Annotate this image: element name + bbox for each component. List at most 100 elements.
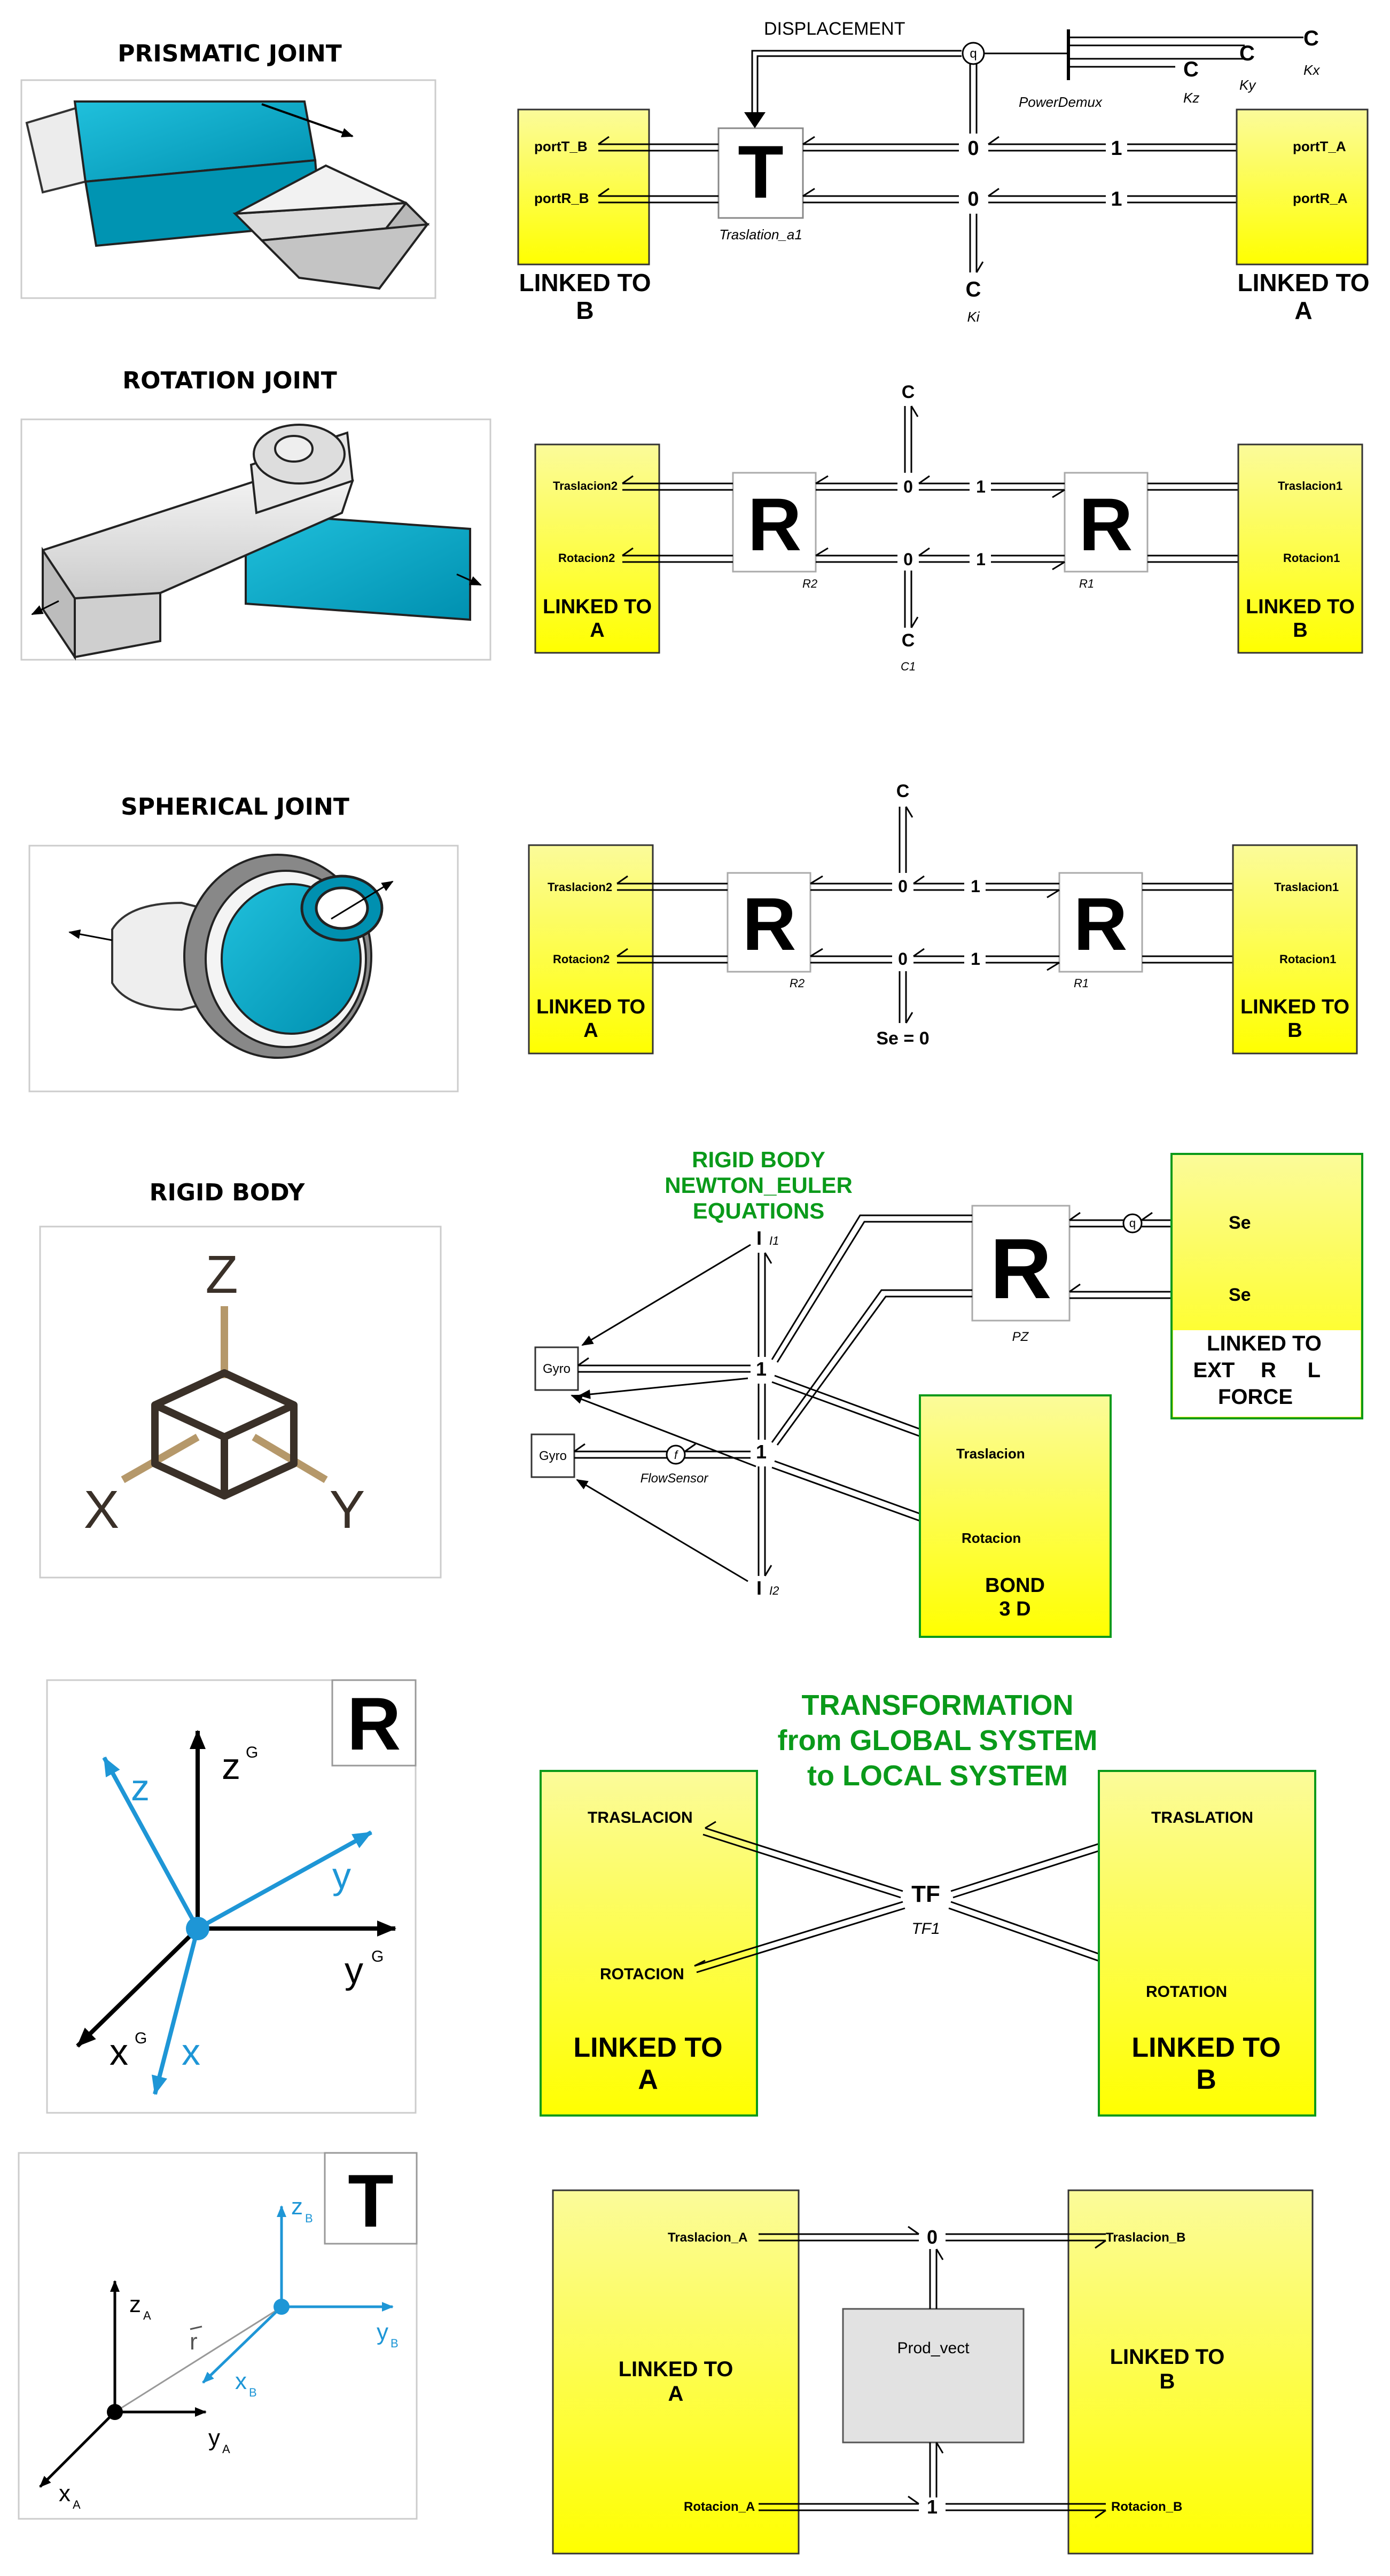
spherical-r2-element (727, 872, 811, 973)
prismatic-port-r-a: portR_A (1293, 190, 1348, 206)
prismatic-kx-label: Kx (1303, 62, 1320, 78)
spherical-j0-bottom: 0 (898, 949, 908, 969)
rotation-j0-bottom: 0 (903, 550, 913, 569)
transform-axis-z-local: z (131, 1767, 150, 1808)
rigid-axis-z-label: Z (205, 1245, 238, 1305)
spherical-j1-top: 1 (971, 877, 980, 896)
transform-tf-element: TF (911, 1881, 940, 1907)
rigid-port-traslacion: Traslacion (956, 1446, 1025, 1462)
rotation-j0-top: 0 (903, 477, 913, 496)
transform-axis-yg-sup: G (371, 1948, 384, 1965)
transform-axis-xg-sup: G (135, 2029, 147, 2047)
rigid-pz-label: PZ (1012, 1330, 1029, 1344)
translation-j1: 1 (927, 2496, 938, 2518)
rigid-gyro-bottom (530, 1433, 575, 1478)
rigid-r-pz-element (971, 1205, 1071, 1322)
translation-axis-ya: y (208, 2425, 220, 2451)
translation-axis-yb-sub: B (391, 2337, 399, 2350)
translation-right-link-box (1067, 2189, 1314, 2555)
spherical-se-zero: Se = 0 (876, 1028, 929, 1049)
prismatic-c-ki: C (966, 278, 981, 301)
spherical-r2-caption: R2 (790, 977, 805, 990)
rotation-r1-caption: R1 (1079, 577, 1094, 590)
prismatic-q-label: q (970, 46, 977, 61)
rotation-r1-element (1064, 472, 1149, 573)
translation-axis-za: z (129, 2291, 141, 2317)
prismatic-junction-1-top: 1 (1111, 137, 1122, 160)
spherical-left-link-box (528, 844, 654, 1055)
spherical-illustration (28, 845, 459, 1092)
rigid-flow-sensor-f: f (674, 1448, 679, 1462)
rigid-illustration: Z X Y (39, 1225, 442, 1579)
rigid-flow-sensor (666, 1445, 686, 1465)
transform-axis-zg-sup: G (246, 1744, 258, 1761)
spherical-port-traslacion2: Traslacion2 (548, 880, 612, 894)
translation-t-badge-letter: T (348, 2159, 394, 2243)
prismatic-displacement-label: DISPLACEMENT (764, 19, 905, 39)
translation-axis-za-sub: A (143, 2309, 151, 2322)
translation-axis-ya-sub: A (222, 2442, 230, 2456)
rotation-r2-element (732, 472, 817, 573)
rigid-se-bottom: Se (1229, 1285, 1251, 1305)
prismatic-illustration (20, 79, 436, 299)
prismatic-bonds (598, 136, 1278, 273)
rotation-r2-caption: R2 (802, 577, 817, 590)
rigid-i2-label: I2 (769, 1584, 779, 1597)
translation-prod-vect-element (842, 2308, 1025, 2444)
rotation-illustration (20, 418, 491, 661)
translation-prod-vect-label: Prod_vect (897, 2339, 970, 2357)
transform-right-link-box (1098, 1770, 1316, 2117)
spherical-r2-letter: R (742, 882, 796, 966)
rigid-j1-top: 1 (756, 1358, 767, 1380)
spherical-title: SPHERICAL JOINT (121, 793, 349, 821)
translation-axis-yb: y (377, 2319, 388, 2345)
spherical-section: SPHERICAL JOINT Traslacion2 Rotacion2 LI… (28, 781, 1358, 1092)
translation-axis-xa-sub: A (73, 2498, 81, 2511)
rigid-se-top: Se (1229, 1213, 1251, 1233)
rotation-section: ROTATION JOINT Traslacion2 Rotacion2 LIN… (20, 367, 1363, 673)
transform-port-rotacion: ROTACION (600, 1965, 684, 1983)
rotation-port-traslacion2: Traslacion2 (553, 479, 618, 493)
prismatic-port-r-b: portR_B (534, 190, 589, 206)
spherical-port-rotacion1: Rotacion1 (1279, 953, 1336, 966)
prismatic-t-letter: T (738, 130, 784, 214)
spherical-j0-top: 0 (898, 877, 908, 896)
transform-axis-zg: z (222, 1745, 240, 1787)
prismatic-c-kx: C (1303, 27, 1319, 50)
prismatic-port-t-a: portT_A (1293, 138, 1346, 154)
translation-port-rotacion-b: Rotacion_B (1111, 2500, 1182, 2514)
prismatic-port-t-b: portT_B (534, 138, 588, 154)
rotation-right-link-box (1237, 443, 1363, 654)
translation-r-vector-label: r (190, 2329, 198, 2355)
rigid-title: RIGID BODY (150, 1179, 306, 1206)
prismatic-junction-1-bottom: 1 (1111, 188, 1122, 210)
rigid-i2-element: I (756, 1577, 762, 1599)
rigid-bonds (571, 1212, 1218, 1582)
rigid-port-rotacion: Rotacion (962, 1530, 1021, 1546)
translation-bonds (759, 2226, 1106, 2519)
transform-axis-yg: y (345, 1949, 363, 1991)
prismatic-left-link-box (517, 108, 650, 266)
prismatic-title: PRISMATIC JOINT (118, 40, 342, 67)
rigid-ext-force-label: LINKED TO EXT R L FORCE (1193, 1332, 1327, 1409)
spherical-r1-caption: R1 (1074, 977, 1089, 990)
rigid-flow-sensor-label: FlowSensor (641, 1471, 709, 1486)
rotation-title: ROTATION JOINT (122, 367, 337, 394)
transform-port-rotation: ROTATION (1146, 1983, 1227, 2001)
spherical-r1-letter: R (1073, 882, 1127, 966)
prismatic-section: PRISMATIC JOINT portT_B portR_B LINKED T… (20, 19, 1370, 325)
rotation-c1-label: C1 (901, 660, 916, 673)
rotation-port-traslacion1: Traslacion1 (1278, 479, 1342, 493)
transform-r-badge-letter: R (347, 1682, 401, 1766)
rotation-c-bottom: C (902, 630, 915, 651)
rotation-j1-top: 1 (976, 477, 986, 496)
